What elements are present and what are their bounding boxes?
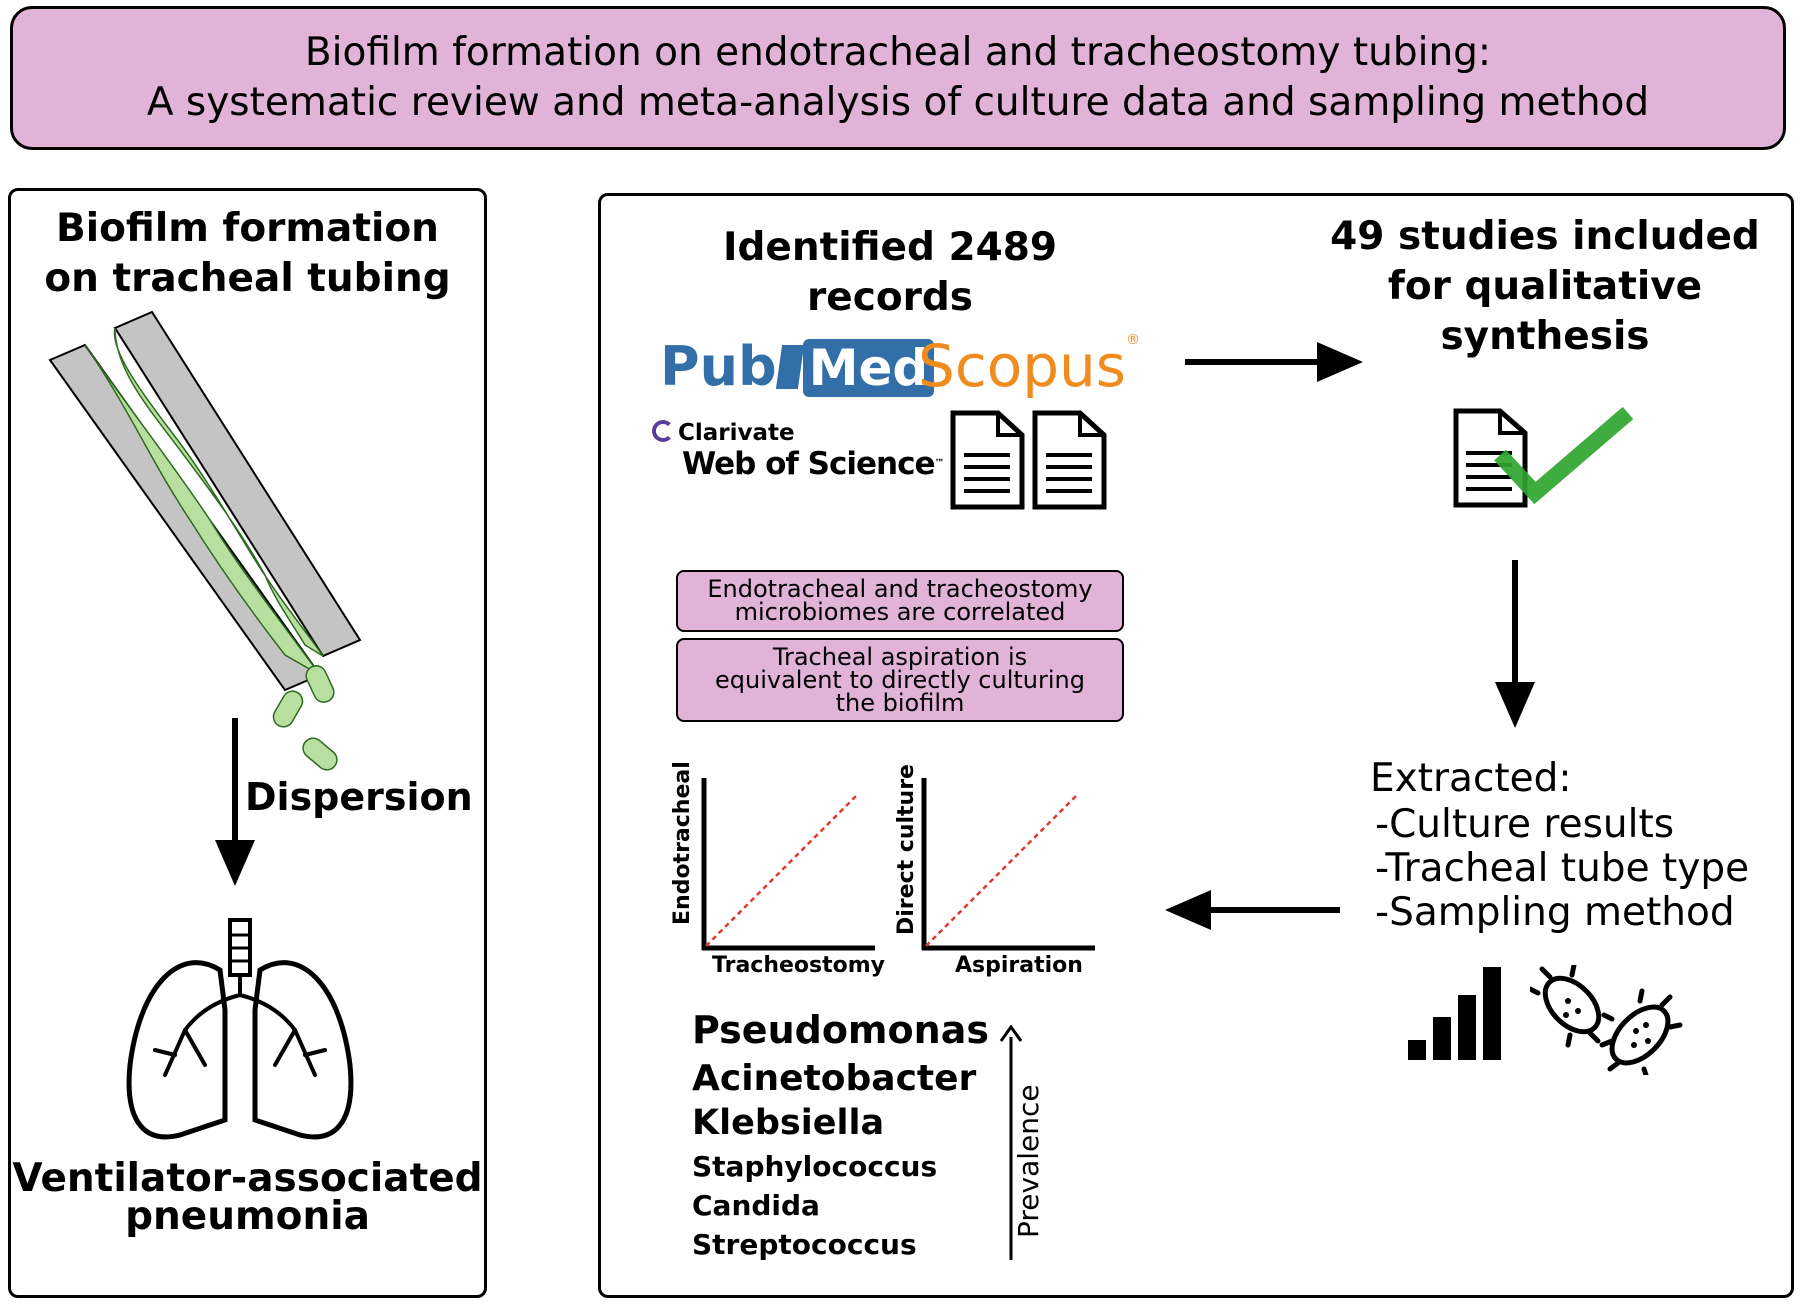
finding-aspiration: Tracheal aspiration is equivalent to dir… <box>676 638 1124 722</box>
pubmed-book-mark <box>775 345 804 389</box>
organism-item: Streptococcus <box>692 1228 917 1261</box>
bacteria-icon <box>1530 965 1683 1075</box>
biofilm-fragment <box>305 665 335 703</box>
organism-item: Pseudomonas <box>692 1008 989 1052</box>
tube-right <box>113 310 362 658</box>
extracted-item: -Sampling method <box>1375 890 1735 935</box>
vap-label: Ventilator-associated pneumonia <box>8 1156 487 1239</box>
plot1-ylabel: Endotracheal <box>670 761 695 925</box>
finding-correlation-line-1: Endotracheal and tracheostomy <box>707 575 1093 603</box>
tubing-illustration <box>48 310 362 771</box>
extracted-item: -Culture results <box>1375 802 1675 847</box>
clarivate-icon <box>652 420 674 442</box>
clarivate-line: Clarivate <box>652 420 944 446</box>
finding-correlation-line-2: microbiomes are correlated <box>734 598 1066 626</box>
wos-logo: Clarivate Web of Science™ <box>652 420 945 482</box>
included-document-icon <box>1453 406 1634 508</box>
biofilm-heading-line-1: Biofilm formation <box>56 206 439 251</box>
bar-chart-icon <box>1408 967 1501 1060</box>
arrow-right <box>1185 342 1363 382</box>
lungs-icon <box>126 918 354 1140</box>
document-icon <box>1032 410 1107 510</box>
organism-item: Klebsiella <box>692 1103 885 1143</box>
vap-label-line-2: pneumonia <box>125 1194 370 1239</box>
extracted-item: -Tracheal tube type <box>1375 846 1750 891</box>
biofilm-heading: Biofilm formation on tracheal tubing <box>8 204 487 304</box>
dispersion-label: Dispersion <box>245 775 473 819</box>
vap-label-line-1: Ventilator-associated <box>12 1156 483 1201</box>
title-line-1: Biofilm formation on endotracheal and tr… <box>304 30 1492 75</box>
arrow-left <box>1165 890 1340 930</box>
biofilm-heading-line-2: on tracheal tubing <box>44 256 451 301</box>
included-heading-line-2: for qualitative <box>1387 264 1703 309</box>
prevalence-arrow <box>999 1025 1023 1260</box>
biofilm-fragment <box>272 690 304 728</box>
plot2-ylabel: Direct culture <box>894 764 919 935</box>
included-heading: 49 studies included for qualitative synt… <box>1320 212 1770 362</box>
title-banner: Biofilm formation on endotracheal and tr… <box>10 6 1786 150</box>
records-heading-line-1: Identified 2489 <box>722 225 1058 270</box>
biofilm-layer-right <box>113 327 324 657</box>
finding-aspiration-line-1: Tracheal aspiration is <box>772 642 1028 671</box>
identity-trend-line <box>925 793 1079 947</box>
organism-item: Acinetobacter <box>692 1058 977 1099</box>
prevalence-label: Prevalence <box>1012 1084 1045 1238</box>
finding-aspiration-line-2: equivalent to directly culturing <box>715 665 1085 694</box>
identity-trend-line <box>705 793 859 947</box>
organism-item: Staphylococcus <box>692 1150 938 1183</box>
plot1-xlabel: Tracheostomy <box>712 953 886 978</box>
included-heading-line-1: 49 studies included <box>1330 214 1760 259</box>
title-line-2: A systematic review and meta-analysis of… <box>146 80 1650 125</box>
check-icon <box>1494 406 1634 505</box>
wos-line: Web of Science™ <box>682 446 945 482</box>
records-heading-line-2: records <box>807 275 973 320</box>
finding-aspiration-line-3: the biofilm <box>835 688 965 717</box>
scopus-logo: Scopus® <box>918 332 1140 400</box>
plot-aspiration-direct-culture <box>921 778 1095 951</box>
included-heading-line-3: synthesis <box>1440 314 1650 359</box>
plot-tracheostomy-endotracheal <box>701 778 875 951</box>
dispersion-arrow <box>215 718 255 886</box>
arrow-down <box>1495 560 1535 728</box>
documents-icon <box>950 410 1107 510</box>
document-icon <box>950 410 1025 510</box>
organism-item: Candida <box>692 1189 820 1222</box>
records-heading: Identified 2489 records <box>690 223 1090 323</box>
finding-correlation: Endotracheal and tracheostomy microbiome… <box>676 570 1124 632</box>
plot2-xlabel: Aspiration <box>955 953 1083 978</box>
extracted-list: -Culture results -Tracheal tube type -Sa… <box>1375 803 1795 935</box>
extracted-heading: Extracted: <box>1370 756 1572 801</box>
biofilm-fragment <box>302 737 338 771</box>
